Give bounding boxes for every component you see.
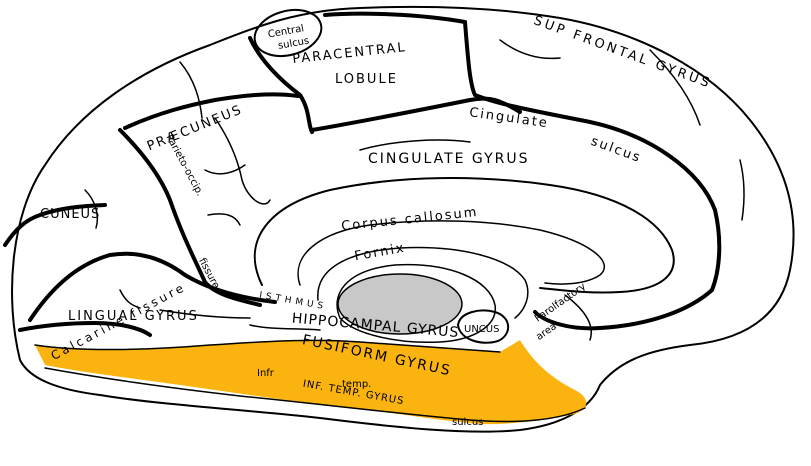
inf-temp-border	[44, 367, 586, 423]
label-corpus-callosum: Corpus callosum	[341, 205, 480, 234]
thalamus-region	[337, 273, 463, 335]
corpus-callosum-outer	[253, 177, 675, 294]
cingulate-sulcus-front	[533, 288, 714, 331]
label-temp: temp.	[342, 379, 371, 390]
fornix-arc	[317, 246, 529, 319]
label-cuneus: CUNEUS	[40, 207, 100, 222]
fusiform-gyrus-region	[35, 340, 587, 425]
uncus-outline	[457, 309, 510, 344]
label-sulcus: sulcus	[452, 417, 483, 428]
sulcus-detail-7	[249, 324, 321, 331]
label-parieto-occip: Parieto-occip.	[164, 133, 206, 198]
label-lingual-gyrus: LINGUAL GYRUS	[68, 309, 199, 324]
sulcus-detail-4	[207, 213, 241, 226]
sulcus-detail-9	[739, 159, 745, 221]
label-praecuneus: PRÆCUNEUS	[145, 102, 245, 154]
sulcus-detail-5	[84, 189, 99, 229]
parieto-occipital-fissure	[118, 128, 262, 307]
label-cingulate-sulcus-1: Cingulate	[468, 105, 549, 131]
label-sup-frontal: SUP FRONTAL GYRUS	[532, 13, 714, 92]
sulcus-detail-6	[119, 289, 141, 309]
sulcus-detail-11	[499, 39, 561, 60]
praecuneus-sulcus	[123, 92, 300, 130]
label-infr: Infr	[257, 368, 275, 379]
label-uncus: UNCUS	[464, 324, 499, 335]
label-cingulate-gyrus: CINGULATE GYRUS	[368, 151, 530, 167]
diencephalon-ring	[336, 263, 496, 344]
central-sulcus-outline	[253, 8, 323, 58]
calcarine-fissure	[28, 251, 277, 322]
inferior-border-line	[34, 339, 501, 353]
label-paracentral-2: LOBULE	[335, 72, 398, 87]
sulcus-detail-8	[649, 49, 701, 126]
sulcus-detail-13	[159, 309, 251, 319]
calcarine-branch	[3, 203, 107, 247]
cingulate-sulcus	[463, 20, 722, 292]
paracentral-top	[323, 11, 467, 24]
brain-outline	[11, 5, 795, 433]
label-central-sulcus-2: sulcus	[277, 36, 310, 52]
sulcus-detail-10	[564, 294, 592, 341]
sulcus-detail-12	[359, 139, 471, 151]
corpus-callosum-inner	[297, 220, 606, 286]
label-fornix: Fornix	[353, 241, 406, 265]
collateral-sulcus	[18, 321, 152, 337]
sulcus-detail-1	[179, 61, 203, 119]
sulcus-detail-2	[214, 117, 271, 205]
paracentral-sulcus	[248, 36, 314, 134]
sulcus-detail-3	[204, 164, 246, 175]
